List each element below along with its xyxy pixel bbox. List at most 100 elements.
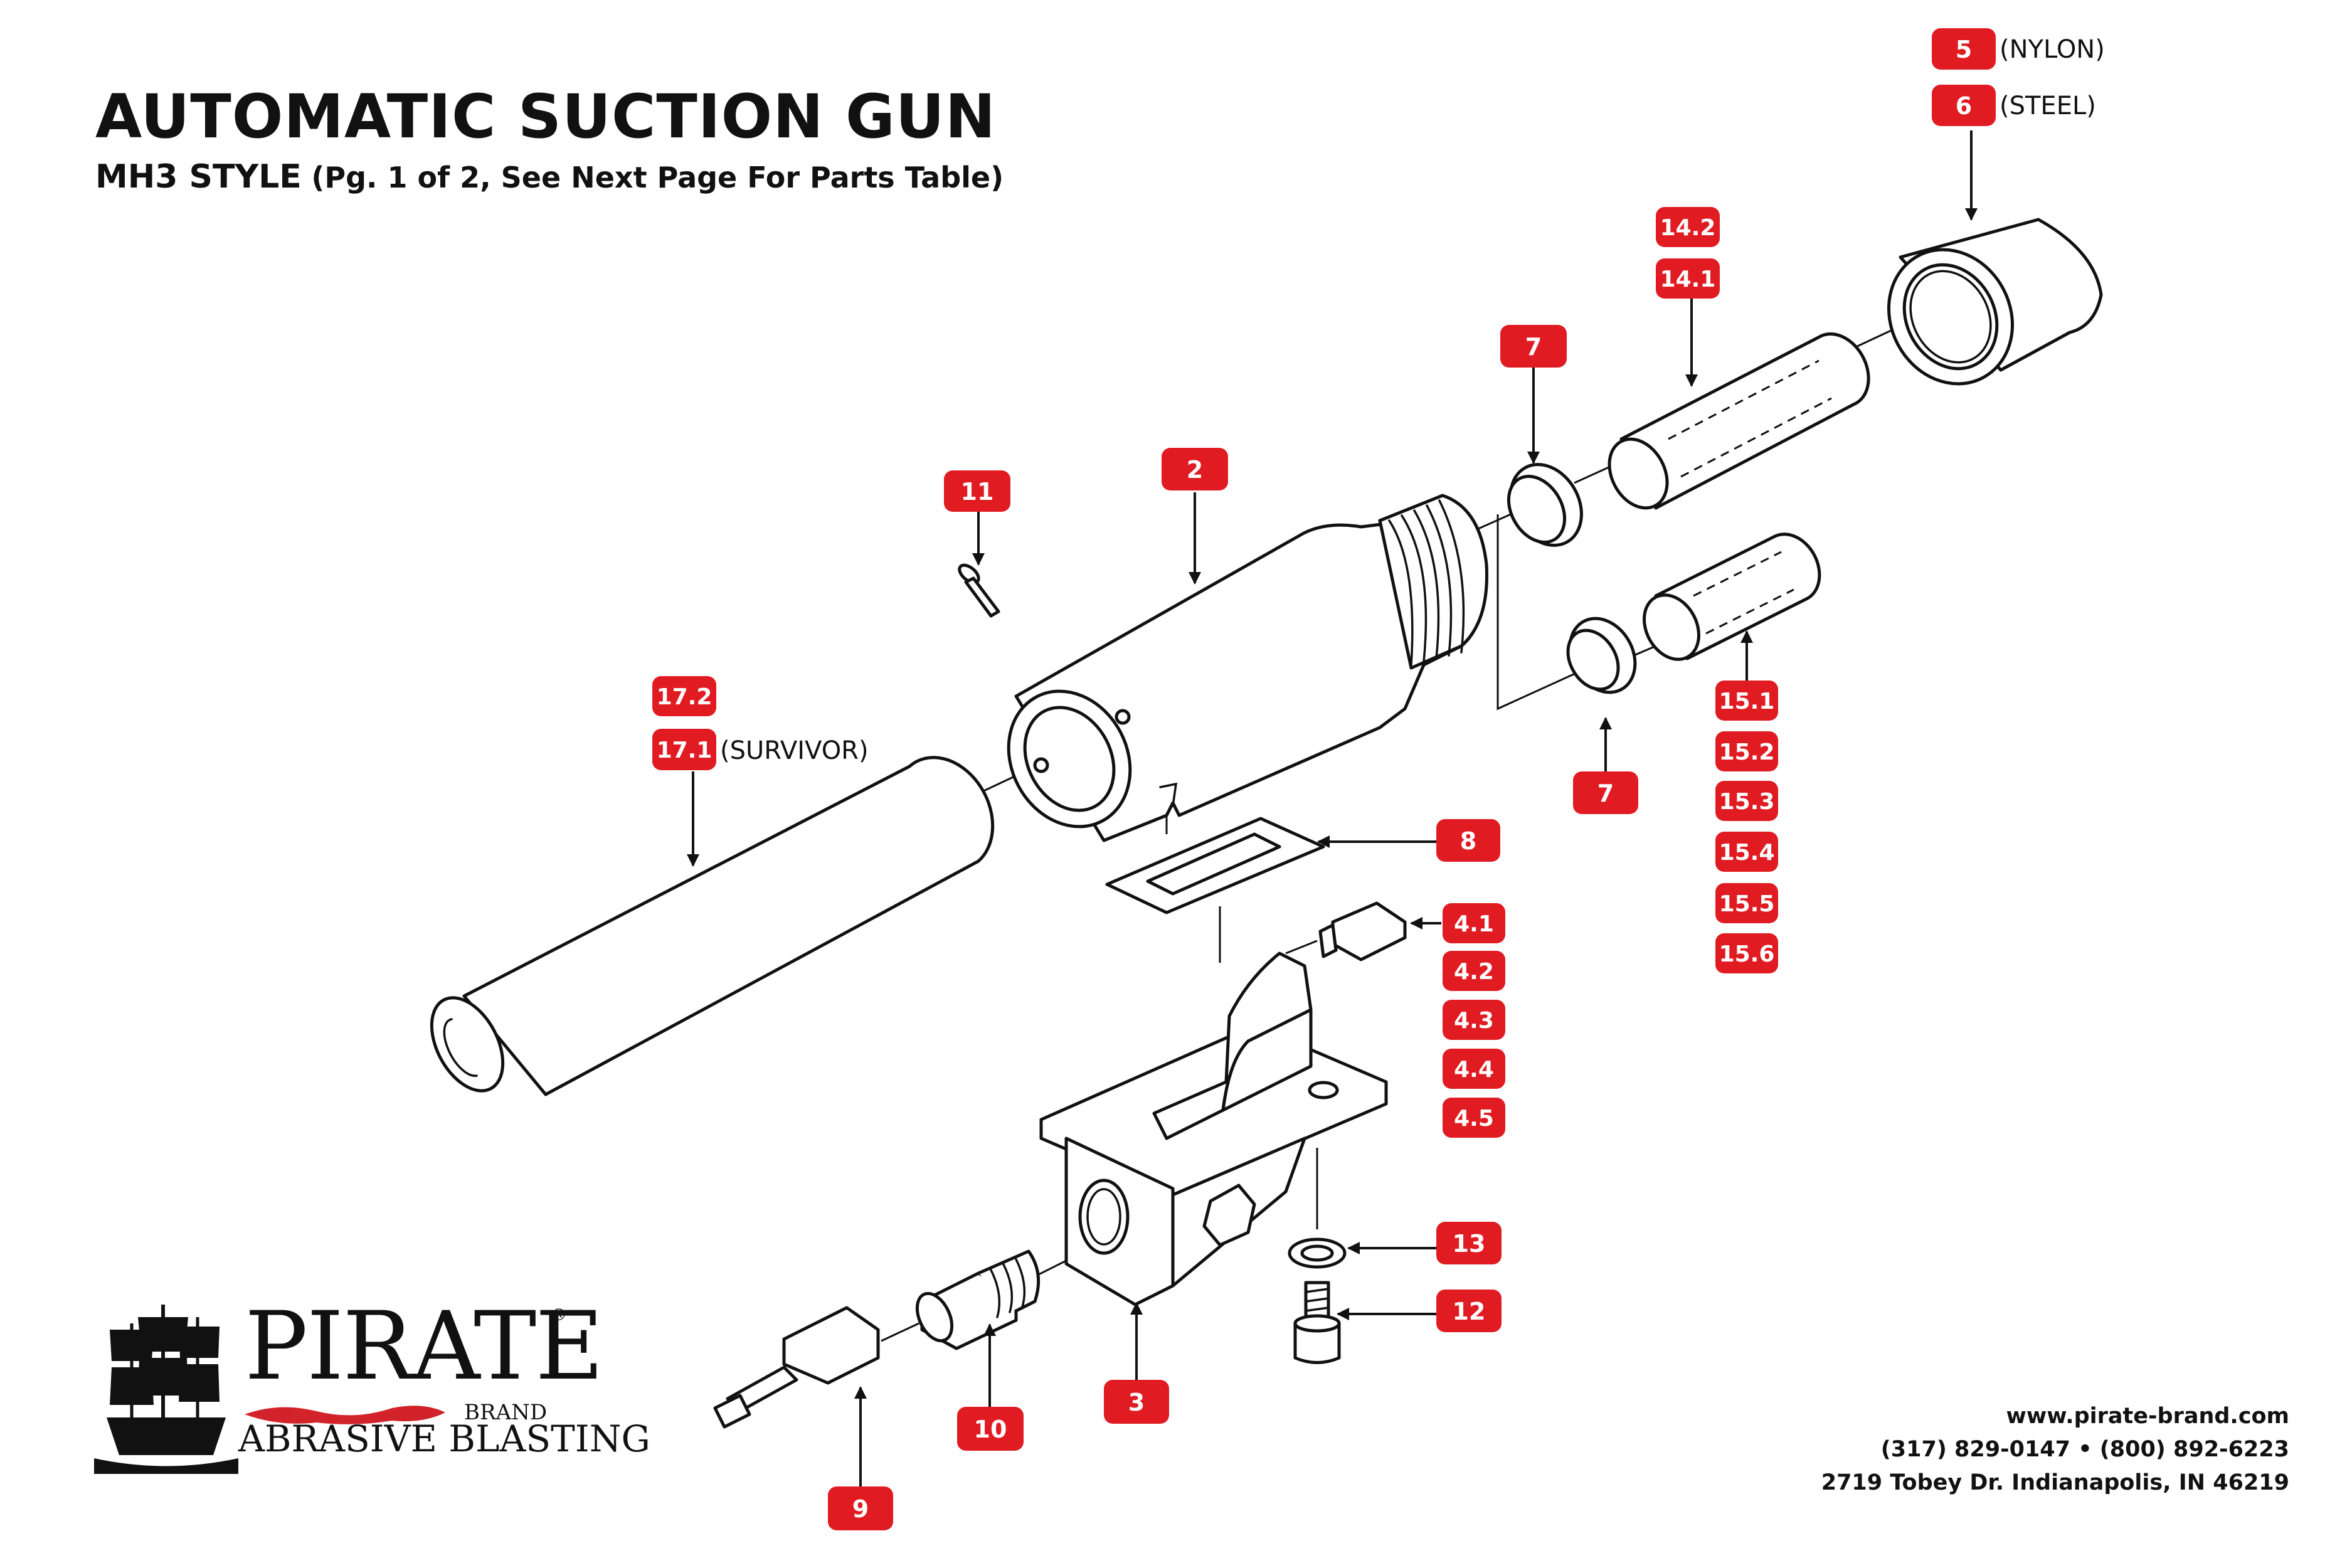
callout-17-2: 17.2: [652, 676, 716, 716]
part-14-liner: [1608, 332, 1870, 510]
callout-17-2-label: 17.2: [657, 684, 712, 710]
callout-17-1-annotation: (SURVIVOR): [720, 736, 869, 765]
callout-4-1-label: 4.1: [1454, 911, 1494, 937]
brand-tagline: ABRASIVE BLASTING: [238, 1417, 650, 1460]
callout-15-5: 15.5: [1715, 883, 1778, 923]
callout-2: 2: [1162, 448, 1228, 490]
part-4-fitting: [1318, 901, 1407, 961]
part-17-tube: [430, 756, 995, 1096]
callout-5-badge: [1932, 28, 1996, 70]
callout-7-lower-label: 7: [1597, 780, 1614, 807]
part-13-washer: [1288, 1237, 1347, 1269]
part-12-bolt: [1293, 1281, 1341, 1364]
callout-15-6: 15.6: [1715, 933, 1778, 973]
callout-4-3: 4.3: [1443, 1000, 1505, 1040]
callout-15-6-label: 15.6: [1719, 941, 1775, 967]
callout-14-1-badge: [1656, 258, 1720, 299]
callout-14-2: 14.2: [1656, 207, 1720, 247]
callout-7-lower-badge: [1573, 771, 1638, 814]
callout-3-label: 3: [1128, 1389, 1145, 1416]
callout-7-upper: 7: [1500, 325, 1567, 368]
callout-4-5: 4.5: [1443, 1098, 1505, 1138]
callout-12-label: 12: [1453, 1298, 1486, 1325]
part-3-valve-block: [1039, 951, 1388, 1306]
callout-4-1: 4.1: [1443, 903, 1505, 943]
callout-10-badge: [957, 1407, 1024, 1451]
callout-4-3-label: 4.3: [1454, 1008, 1494, 1034]
brand-word: BRAND: [464, 1400, 548, 1425]
callout-9: 9: [828, 1486, 893, 1530]
pirate-brand-logo: PIRATE ® BRAND ABRASIVE BLASTING: [94, 1292, 650, 1480]
callout-7-lower: 7: [1573, 771, 1638, 814]
part-2-gun-body: [1007, 494, 1488, 842]
callout-5: 5 (NYLON): [1932, 28, 2105, 70]
callout-11-label: 11: [961, 478, 994, 506]
callout-3-badge: [1104, 1380, 1169, 1424]
callout-12: 12: [1436, 1290, 1502, 1332]
callout-14-2-label: 14.2: [1660, 215, 1716, 241]
callout-5-label: 5: [1956, 36, 1972, 63]
callout-6-badge: [1932, 85, 1996, 126]
callout-4-2: 4.2: [1443, 951, 1505, 991]
street-address: 2719 Tobey Dr. Indianapolis, IN 46219: [1821, 1470, 2289, 1495]
callout-17-1: 17.1 (SURVIVOR): [652, 729, 869, 770]
callout-15-1: 15.1: [1715, 681, 1778, 721]
callout-4-2-badge: [1443, 951, 1505, 991]
part-7-ring-upper: [1507, 463, 1583, 547]
callout-17-2-badge: [652, 676, 716, 716]
callout-9-label: 9: [852, 1495, 869, 1523]
callout-2-badge: [1162, 448, 1228, 490]
callout-6: 6 (STEEL): [1932, 85, 2096, 126]
callout-8: 8: [1436, 819, 1500, 862]
pirate-ship-icon: [94, 1305, 238, 1474]
callout-15-2: 15.2: [1715, 731, 1778, 771]
page-title: AUTOMATIC SUCTION GUN: [95, 82, 997, 152]
callout-15-5-badge: [1715, 883, 1778, 923]
callout-15-5-label: 15.5: [1719, 891, 1775, 917]
callout-2-label: 2: [1187, 456, 1203, 484]
callout-3: 3: [1104, 1380, 1169, 1424]
callout-8-label: 8: [1460, 827, 1476, 855]
callout-15-3-label: 15.3: [1719, 789, 1775, 815]
callout-15-4: 15.4: [1715, 832, 1778, 872]
callout-5-annotation: (NYLON): [2000, 35, 2105, 64]
callout-4-5-label: 4.5: [1454, 1106, 1494, 1131]
leader-arrows: [687, 130, 1978, 1486]
callout-10-label: 10: [974, 1416, 1007, 1443]
callout-10: 10: [957, 1407, 1024, 1451]
callout-6-annotation: (STEEL): [2000, 92, 2096, 120]
callout-4-2-label: 4.2: [1454, 959, 1494, 985]
callout-4-4-label: 4.4: [1454, 1057, 1494, 1083]
subtitle-note: (Pg. 1 of 2, See Next Page For Parts Tab…: [311, 161, 1004, 194]
callout-17-1-badge: [652, 729, 716, 770]
website-link[interactable]: www.pirate-brand.com: [2006, 1404, 2289, 1429]
callout-15-3-badge: [1715, 781, 1778, 821]
callout-14-1-label: 14.1: [1660, 267, 1716, 292]
callout-14-2-badge: [1656, 207, 1720, 247]
callout-4-3-badge: [1443, 1000, 1505, 1040]
callout-8-badge: [1436, 819, 1500, 862]
page-subtitle: MH3 STYLE (Pg. 1 of 2, See Next Page For…: [95, 158, 1004, 196]
callout-6-label: 6: [1956, 92, 1972, 120]
part-11-screw: [958, 563, 1000, 618]
registered-mark: ®: [551, 1306, 567, 1325]
callout-4-4: 4.4: [1443, 1049, 1505, 1089]
phone-numbers: (317) 829-0147 • (800) 892-6223: [1880, 1437, 2289, 1462]
red-splash-mark: [245, 1406, 445, 1424]
callout-11: 11: [944, 470, 1010, 512]
callout-15-1-label: 15.1: [1719, 689, 1775, 714]
part-8-gasket: [1105, 817, 1325, 914]
callout-13-badge: [1436, 1222, 1502, 1264]
callout-13: 13: [1436, 1222, 1502, 1264]
part-9-hose-barb: [713, 1306, 880, 1429]
callout-9-badge: [828, 1486, 893, 1530]
part-15-liner: [1643, 532, 1821, 661]
callout-7-upper-badge: [1500, 325, 1567, 368]
part-5-6-cap: [1887, 218, 2103, 386]
callout-11-badge: [944, 470, 1010, 512]
callout-7-upper-label: 7: [1525, 333, 1542, 361]
part-7-ring-lower: [1566, 617, 1637, 694]
callout-13-label: 13: [1453, 1230, 1486, 1258]
callout-4-4-badge: [1443, 1049, 1505, 1089]
